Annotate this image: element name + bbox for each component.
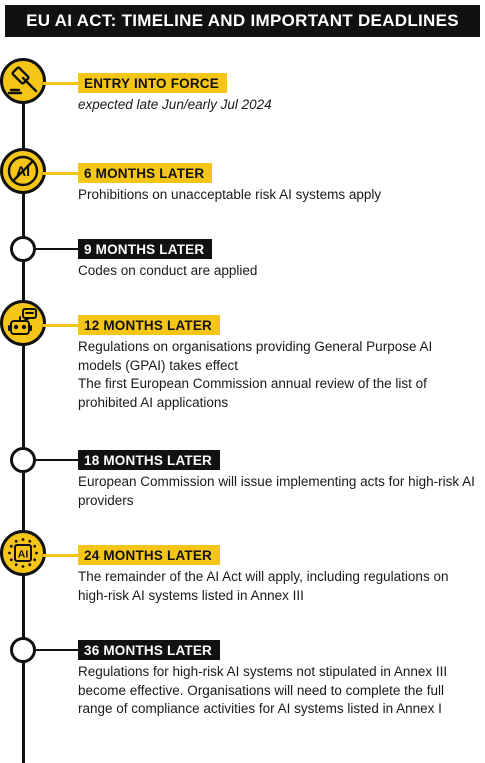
timeline-node: [10, 637, 36, 663]
milestone-12-months: 12 MONTHS LATER Regulations on organisat…: [78, 315, 478, 412]
milestone-entry-into-force: ENTRY INTO FORCE expected late Jun/early…: [78, 73, 478, 115]
milestone-text: expected late Jun/early Jul 2024: [78, 97, 272, 112]
connector-entry-into-force: [43, 82, 79, 85]
milestone-9-months: 9 MONTHS LATER Codes on conduct are appl…: [78, 239, 478, 281]
milestone-24-months: 24 MONTHS LATER The remainder of the AI …: [78, 545, 478, 605]
page-title: EU AI ACT: TIMELINE AND IMPORTANT DEADLI…: [5, 5, 480, 37]
milestone-label: ENTRY INTO FORCE: [78, 73, 227, 93]
gavel-icon: [0, 58, 46, 104]
prohibited-ai-icon: AI: [0, 148, 46, 194]
milestone-description: Prohibitions on unacceptable risk AI sys…: [78, 186, 478, 205]
milestone-description: Codes on conduct are applied: [78, 262, 478, 281]
robot-chat-icon: [0, 300, 46, 346]
connector-12-months: [43, 324, 79, 327]
eu-ai-stars-icon: AI: [0, 530, 46, 576]
milestone-description: The remainder of the AI Act will apply, …: [78, 568, 478, 605]
milestone-18-months: 18 MONTHS LATER European Commission will…: [78, 450, 478, 510]
milestone-text: The first European Commission annual rev…: [78, 376, 427, 410]
milestone-description: Regulations for high-risk AI systems not…: [78, 663, 478, 719]
milestone-label: 9 MONTHS LATER: [78, 239, 213, 259]
milestone-36-months: 36 MONTHS LATER Regulations for high-ris…: [78, 640, 478, 719]
connector-24-months: [43, 554, 79, 557]
milestone-text: The remainder of the AI Act will apply, …: [78, 569, 449, 603]
milestone-label: 12 MONTHS LATER: [78, 315, 221, 335]
milestone-description: expected late Jun/early Jul 2024: [78, 96, 478, 115]
timeline-node: [10, 236, 36, 262]
milestone-label: 6 MONTHS LATER: [78, 163, 213, 183]
milestone-text: Prohibitions on unacceptable risk AI sys…: [78, 187, 382, 202]
connector-9-months: [36, 248, 79, 250]
milestone-label: 18 MONTHS LATER: [78, 450, 221, 470]
milestone-description: European Commission will issue implement…: [78, 473, 478, 510]
milestone-text: Regulations on organisations providing G…: [78, 339, 433, 373]
connector-18-months: [36, 459, 79, 461]
milestone-text: European Commission will issue implement…: [78, 474, 475, 508]
timeline-node: [10, 447, 36, 473]
milestone-label: 24 MONTHS LATER: [78, 545, 221, 565]
timeline-line: [22, 60, 25, 763]
connector-36-months: [36, 649, 79, 651]
milestone-6-months: 6 MONTHS LATER Prohibitions on unaccepta…: [78, 163, 478, 205]
milestone-text: Codes on conduct are applied: [78, 263, 258, 278]
connector-6-months: [43, 172, 79, 175]
eu-ai-icon-text: AI: [18, 549, 29, 561]
milestone-description: Regulations on organisations providing G…: [78, 338, 478, 412]
milestone-text: Regulations for high-risk AI systems not…: [78, 664, 448, 716]
milestone-label: 36 MONTHS LATER: [78, 640, 221, 660]
